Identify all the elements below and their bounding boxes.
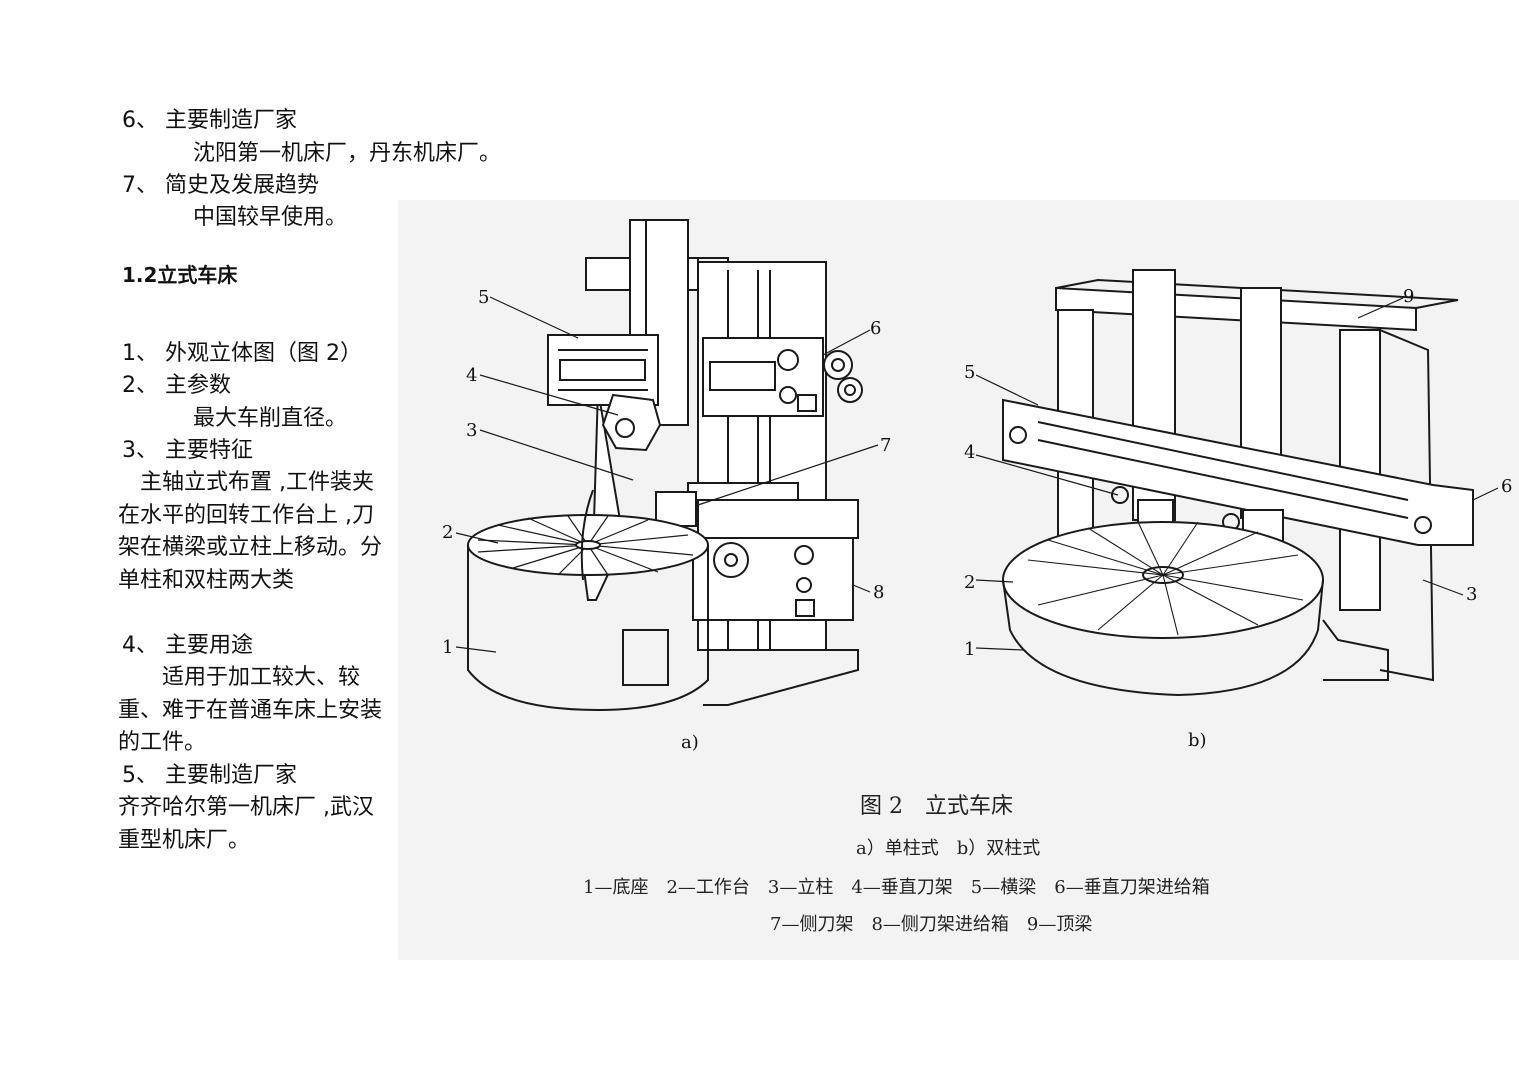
figure-legend-line-1: 1—底座 2—工作台 3—立柱 4—垂直刀架 5—横梁 6—垂直刀架进给箱 — [583, 877, 1210, 898]
callout-b-9: 9 — [1403, 286, 1414, 307]
figure-caption-title: 图 2 立式车床 — [860, 794, 1013, 819]
item-4-content: 适用于加工较大、较重、难于在普通车床上安装的工件。 — [118, 665, 383, 755]
figure-legend-line-2: 7—侧刀架 8—侧刀架进给箱 9—顶梁 — [770, 914, 1093, 935]
item-4-heading: 4、 主要用途 — [122, 633, 253, 658]
callout-a-3: 3 — [466, 420, 477, 441]
callout-a-2: 2 — [442, 522, 453, 543]
figure-label-b: b) — [1188, 730, 1207, 751]
callout-b-2: 2 — [964, 572, 975, 593]
callout-b-1: 1 — [964, 639, 975, 660]
prev-section-6-content: 沈阳第一机床厂，丹东机床厂。 — [193, 141, 502, 166]
double-column-lathe-drawing — [975, 269, 1499, 697]
item-3-content: 主轴立式布置 ,工件装夹在水平的回转工作台上 ,刀架在横梁或立柱上移动。分单柱和… — [118, 470, 383, 593]
callout-a-8: 8 — [873, 582, 884, 603]
callout-a-4: 4 — [466, 365, 477, 386]
callout-b-5: 5 — [964, 362, 975, 383]
item-5-content: 齐齐哈尔第一机床厂 ,武汉重型机床厂。 — [118, 795, 374, 853]
callout-a-7: 7 — [880, 435, 891, 456]
item-2-content: 最大车削直径。 — [193, 406, 348, 431]
callout-b-6: 6 — [1501, 476, 1512, 497]
figure-caption-subtitle: a）单柱式 b）双柱式 — [856, 838, 1041, 859]
item-5-heading: 5、 主要制造厂家 — [122, 763, 297, 788]
prev-section-6-heading: 6、 主要制造厂家 — [122, 108, 297, 133]
item-3-heading: 3、 主要特征 — [122, 438, 253, 463]
prev-section-7-content: 中国较早使用。 — [193, 205, 348, 230]
lathe-illustrations: 5 4 3 2 1 6 7 8 9 5 4 2 1 3 6 — [442, 219, 1512, 712]
single-column-lathe-drawing — [455, 219, 879, 712]
figure-label-a: a) — [681, 732, 699, 753]
callout-b-4: 4 — [964, 442, 975, 463]
callout-a-5: 5 — [478, 287, 489, 308]
callout-a-6: 6 — [870, 318, 881, 339]
prev-section-7-heading: 7、 简史及发展趋势 — [122, 173, 319, 198]
section-title: 1.2立式车床 — [122, 263, 238, 287]
callout-a-1: 1 — [442, 637, 453, 658]
figure-2-vertical-lathe: 5 4 3 2 1 6 7 8 9 5 4 2 1 3 6 a) b) 图 2 … — [398, 200, 1519, 960]
item-1-heading: 1、 外观立体图（图 2） — [122, 341, 362, 366]
callout-b-3: 3 — [1466, 584, 1477, 605]
item-2-heading: 2、 主参数 — [122, 373, 231, 398]
